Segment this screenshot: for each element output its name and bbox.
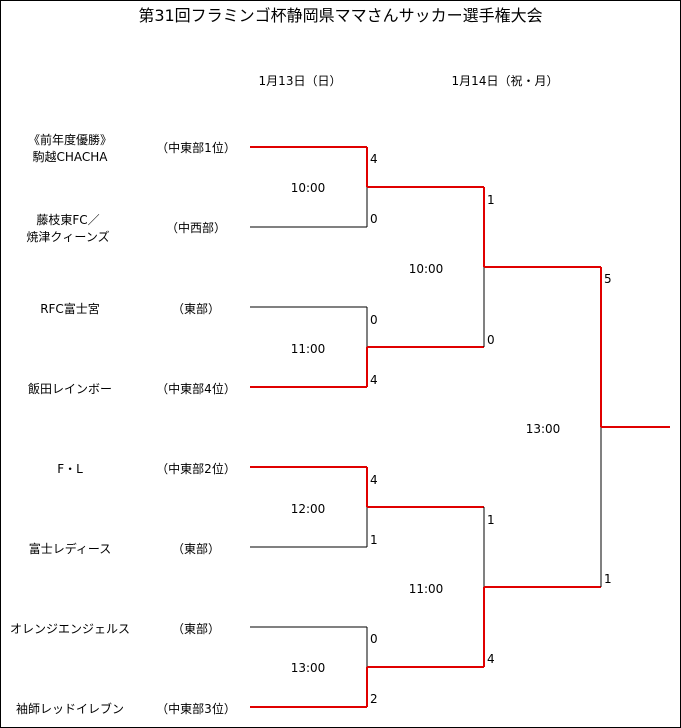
team-1-region: （中東部1位）: [156, 141, 236, 155]
final-time: 13:00: [525, 422, 561, 436]
team-8-name: 袖師レッドイレブン: [15, 702, 125, 716]
team-2-name-line2: 焼津クィーンズ: [26, 230, 110, 244]
semifinal-2-score-bottom: 4: [487, 652, 495, 666]
tournament-title: 第31回フラミンゴ杯静岡県ママさんサッカー選手権大会: [138, 6, 543, 25]
match-2-score-top: 0: [370, 313, 378, 327]
team-1-note: 《前年度優勝》: [27, 133, 113, 147]
final-score-top: 5: [604, 272, 612, 286]
match-4-time: 13:00: [290, 661, 326, 675]
match-1-score-bottom: 0: [370, 212, 378, 226]
team-1-name: 駒越CHACHA: [32, 150, 108, 164]
semifinal-1-time: 10:00: [408, 262, 444, 276]
team-2-region: （中西部）: [165, 221, 227, 235]
team-5-region: （中東部2位）: [156, 462, 236, 476]
team-7-region: （東部）: [171, 622, 221, 636]
team-2-name-line1: 藤枝東FC／: [36, 213, 100, 227]
match-3-time: 12:00: [290, 502, 326, 516]
match-4-score-top: 0: [370, 632, 378, 646]
match-1-time: 10:00: [290, 181, 326, 195]
team-7-name: オレンジエンジェルス: [9, 622, 131, 636]
match-1-score-top: 4: [370, 152, 378, 166]
match-3-score-top: 4: [370, 473, 378, 487]
round-1-date: 1月13日（日）: [258, 74, 342, 88]
semifinal-1-score-bottom: 0: [487, 333, 495, 347]
match-2-score-bottom: 4: [370, 373, 378, 387]
semifinal-2-time: 11:00: [408, 582, 444, 596]
team-6-region: （東部）: [171, 542, 221, 556]
team-6-name: 富士レディース: [28, 542, 112, 556]
team-3-region: （東部）: [171, 302, 221, 316]
final-score-bottom: 1: [604, 572, 612, 586]
team-4-region: （中東部4位）: [156, 382, 236, 396]
match-3-score-bottom: 1: [370, 533, 378, 547]
match-2-time: 11:00: [290, 342, 326, 356]
match-4-score-bottom: 2: [370, 692, 378, 706]
semifinal-1-score-top: 1: [487, 193, 495, 207]
team-3-name: RFC富士宮: [40, 302, 100, 316]
semifinal-2-score-top: 1: [487, 513, 495, 527]
team-5-name: F・L: [57, 462, 83, 476]
team-4-name: 飯田レインボー: [27, 382, 113, 396]
team-8-region: （中東部3位）: [156, 702, 236, 716]
round-2-date: 1月14日（祝・月）: [451, 74, 559, 88]
